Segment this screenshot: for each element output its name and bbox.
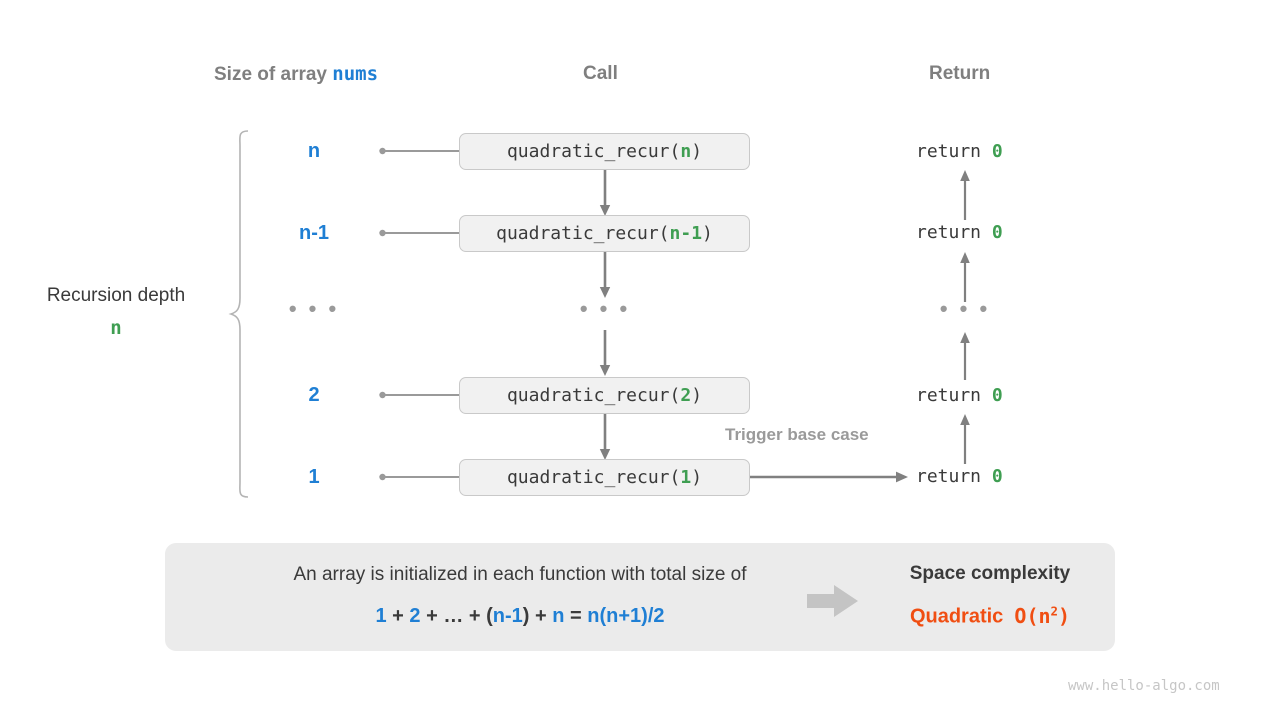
summary-block-arrow-icon [807, 585, 858, 617]
call-text-row-0: quadratic_recur( [506, 141, 681, 162]
return-text-row-3: return [916, 385, 992, 406]
formula-paren-open: ( [486, 605, 493, 627]
trigger-base-case-note: Trigger base case [725, 425, 869, 444]
connector-line-row-4 [379, 473, 462, 481]
recursion-depth-brace [228, 130, 249, 498]
summary-description: An array is initialized in each function… [293, 564, 747, 585]
call-box-row-4[interactable]: quadratic_recur(1) [459, 459, 750, 496]
connector-line-row-3 [379, 391, 462, 399]
connector-line-row-1 [379, 229, 462, 237]
complexity-bigo: O(n2) [1014, 603, 1071, 628]
formula-op-3: + [463, 605, 487, 627]
complexity-bigo-pre: O(n [1014, 603, 1051, 628]
return-label-row-4: return 0 [916, 466, 1003, 487]
call-arrow-3-to-4 [599, 414, 611, 460]
complexity-bigo-exponent: 2 [1050, 603, 1059, 618]
watermark: www.hello-algo.com [1068, 678, 1220, 694]
complexity-bigo-post: ) [1058, 603, 1071, 628]
call-arg-row-3: 2 [680, 385, 692, 406]
formula-paren-close: ) [522, 605, 530, 627]
summary-formula: 1 + 2 + … + (n-1) + n = n(n+1)/2 [190, 605, 850, 628]
formula-term-1: 1 [375, 605, 387, 627]
formula-op-1: + [386, 605, 410, 627]
formula-ellipsis: … [443, 605, 464, 627]
call-box-row-1[interactable]: quadratic_recur(n-1) [459, 215, 750, 252]
call-ellipsis: • • • [579, 296, 631, 321]
recursion-depth-value: n [110, 317, 122, 339]
header-size-of-array: Size of array nums [214, 63, 378, 86]
call-suffix-row-0: ) [691, 141, 703, 162]
base-case-return-arrow [750, 471, 908, 483]
header-call: Call [583, 63, 618, 84]
return-text-row-0: return [916, 141, 992, 162]
return-value-row-3: 0 [991, 385, 1003, 406]
call-suffix-row-4: ) [691, 467, 703, 488]
formula-op-2: + [420, 605, 444, 627]
call-box-row-0[interactable]: quadratic_recur(n) [459, 133, 750, 170]
formula-result: n(n+1)/2 [587, 605, 665, 627]
return-label-row-1: return 0 [916, 222, 1003, 243]
call-text-row-4: quadratic_recur( [506, 467, 681, 488]
return-arrow-ellipsis-to-1 [960, 252, 970, 302]
call-arg-row-4: 1 [680, 467, 692, 488]
recursion-depth-label: Recursion depth n [16, 285, 216, 339]
formula-op-4: + [529, 605, 553, 627]
call-arrow-0-to-1 [599, 170, 611, 216]
call-text-row-3: quadratic_recur( [506, 385, 681, 406]
return-label-row-3: return 0 [916, 385, 1003, 406]
formula-term-2: 2 [409, 605, 421, 627]
size-label-row-0: n [307, 140, 321, 162]
size-label-row-4: 1 [308, 466, 320, 488]
call-suffix-row-1: ) [702, 223, 713, 244]
return-ellipsis: • • • [939, 296, 991, 321]
call-arrow-1-to-ellipsis [599, 252, 611, 298]
connector-line-row-0 [379, 147, 462, 155]
size-label-row-2-ellipsis: • • • [288, 296, 340, 321]
header-size-text: Size of array [214, 64, 333, 85]
call-suffix-row-3: ) [691, 385, 703, 406]
return-label-row-0: return 0 [916, 141, 1003, 162]
summary-panel: An array is initialized in each function… [165, 543, 1115, 651]
return-arrow-2-to-ellipsis [960, 332, 970, 380]
call-arg-row-1: n-1 [669, 223, 703, 244]
header-nums-token: nums [332, 63, 379, 85]
call-text-row-1: quadratic_recur( [496, 223, 670, 244]
recursion-depth-title: Recursion depth [46, 285, 186, 306]
call-arrow-ellipsis-to-2 [599, 330, 611, 376]
formula-equals: = [564, 605, 588, 627]
return-value-row-1: 0 [991, 222, 1003, 243]
formula-term-3: n-1 [492, 605, 523, 627]
return-text-row-4: return [916, 466, 992, 487]
summary-complexity-title: Space complexity [909, 563, 1071, 584]
return-arrow-1-to-0 [960, 170, 970, 220]
header-return: Return [929, 63, 991, 84]
return-value-row-4: 0 [991, 466, 1003, 487]
return-arrow-4-to-3 [960, 414, 970, 464]
formula-term-4: n [552, 605, 565, 627]
return-text-row-1: return [916, 222, 992, 243]
summary-complexity-value: Quadratic O(n2) [880, 603, 1100, 629]
call-arg-row-0: n [680, 141, 692, 162]
complexity-word: Quadratic [909, 605, 1004, 628]
size-label-row-1: n-1 [299, 222, 329, 244]
return-value-row-0: 0 [991, 141, 1003, 162]
size-label-row-3: 2 [308, 384, 320, 406]
call-box-row-3[interactable]: quadratic_recur(2) [459, 377, 750, 414]
